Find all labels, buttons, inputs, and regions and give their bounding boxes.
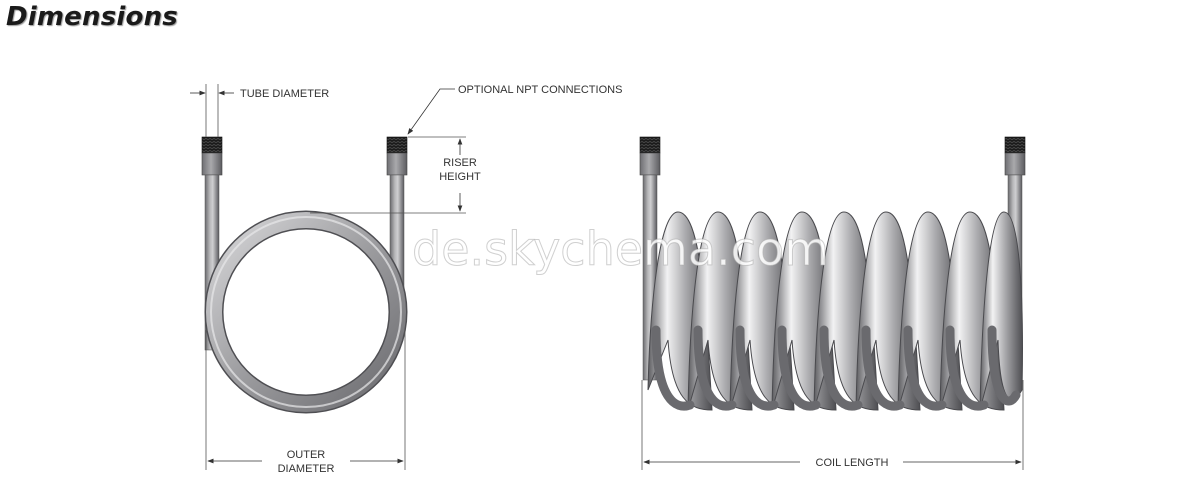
helical-coil — [639, 136, 1026, 411]
thread-fitting-icon — [1004, 136, 1026, 154]
thread-fitting-icon — [639, 136, 661, 154]
riser-height-label-line1: RISER — [443, 157, 477, 169]
npt-connection-callout: OPTIONAL NPT CONNECTIONS — [407, 84, 622, 135]
outer-diameter-dimension: OUTER DIAMETER — [205, 330, 406, 475]
coil-length-label: COIL LENGTH — [816, 457, 889, 469]
optional-npt-label: OPTIONAL NPT CONNECTIONS — [458, 84, 622, 96]
outer-diameter-label-line1: OUTER — [287, 449, 326, 461]
tube-diameter-label: TUBE DIAMETER — [240, 88, 329, 100]
riser-height-label-line2: HEIGHT — [439, 171, 481, 183]
page-title: Dimensions — [6, 2, 178, 32]
thread-fitting-icon — [201, 136, 223, 154]
coil-length-dimension: COIL LENGTH — [641, 380, 1024, 470]
riser-height-dimension: RISER HEIGHT — [310, 136, 481, 214]
single-loop-coil — [201, 136, 408, 414]
tube-diameter-dimension: TUBE DIAMETER — [190, 84, 329, 137]
outer-diameter-label-line2: DIAMETER — [278, 463, 335, 475]
thread-fitting-icon — [386, 136, 408, 154]
